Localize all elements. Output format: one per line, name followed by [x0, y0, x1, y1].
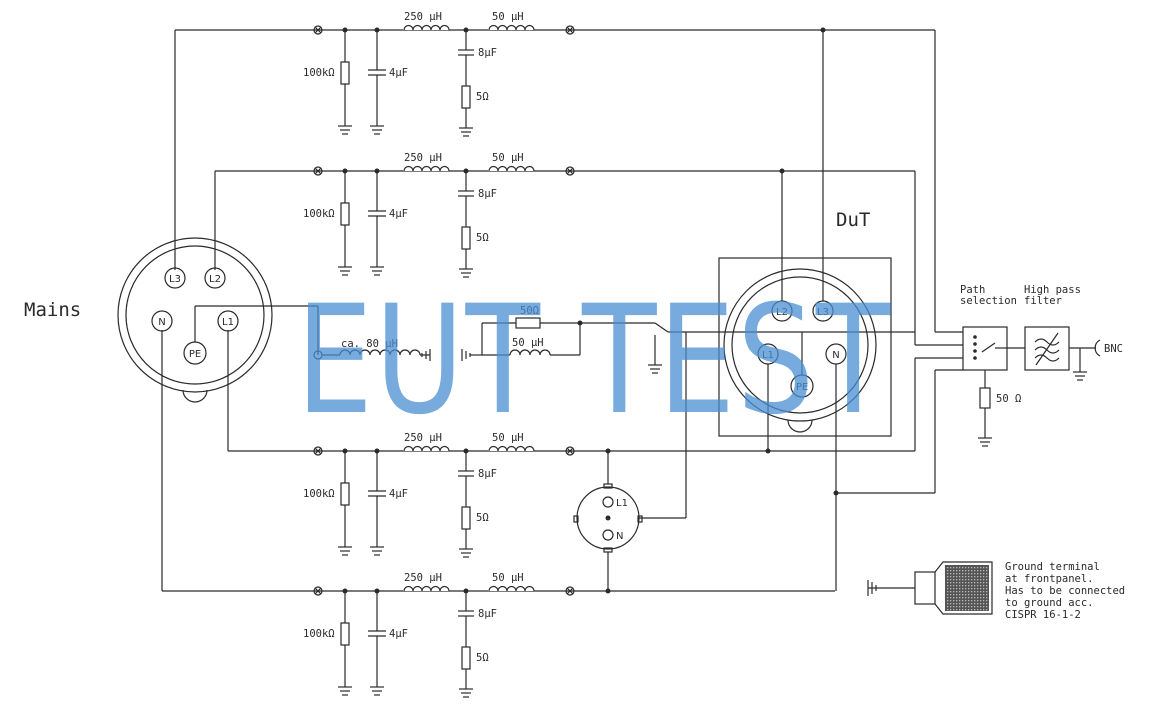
branch-2: 100kΩ 4µF 250 µH 50 µH 8µF 5Ω — [303, 432, 575, 558]
branch-3: 100kΩ 4µF 250 µH 50 µH 8µF 5Ω — [303, 572, 575, 698]
pe-wiring: ca. 80 µH — [194, 305, 431, 361]
svg-text:N: N — [158, 317, 165, 328]
svg-text:CISPR 16-1-2: CISPR 16-1-2 — [1005, 609, 1081, 621]
branch-0: 100kΩ 4µF 250 µH 50 µH 8µF 5Ω — [303, 11, 575, 137]
capacitor-4u-label: 4µF — [389, 208, 408, 220]
art-resistor-label: 50Ω — [520, 305, 539, 317]
terminal-icon — [565, 166, 575, 176]
svg-text:L3: L3 — [169, 274, 181, 285]
path-selection-label-1: Path — [960, 284, 985, 296]
high-pass-label-1: High pass — [1024, 284, 1081, 296]
artificial-network: 50Ω 50 µH — [461, 305, 915, 519]
mains-pin-l1: L1 — [217, 310, 239, 332]
dut-label: DuT — [836, 209, 870, 231]
bnc-connector: BNC — [1069, 339, 1123, 381]
socket-pin-l1: L1 — [616, 498, 628, 509]
svg-text:L3: L3 — [817, 307, 829, 318]
ground-terminal — [867, 561, 993, 615]
resistor-100k-label: 100kΩ — [303, 488, 335, 500]
inductor-250u-label: 250 µH — [404, 572, 442, 584]
watermark: EUT TEST — [296, 274, 892, 448]
svg-text:at frontpanel.: at frontpanel. — [1005, 573, 1094, 585]
resistor-5-label: 5Ω — [476, 652, 489, 664]
terminal-icon — [565, 586, 575, 596]
svg-text:L2: L2 — [209, 274, 221, 285]
artificial-hand-inductor-label: ca. 80 µH — [341, 338, 398, 350]
high-pass-filter: High pass filter — [1007, 284, 1081, 371]
bnc-label: BNC — [1104, 343, 1123, 355]
svg-text:Ground terminal: Ground terminal — [1005, 561, 1100, 573]
inductor-250u-label: 250 µH — [404, 11, 442, 23]
path-routing — [836, 30, 963, 494]
termination-label: 50 Ω — [996, 393, 1021, 405]
lisn-branches: 100kΩ 4µF 250 µH 50 µH 8µF 5Ω 100kΩ 4µF 250 µH 50… — [303, 11, 575, 698]
capacitor-8u-label: 8µF — [478, 608, 497, 620]
svg-text:N: N — [832, 350, 839, 361]
resistor-5-label: 5Ω — [476, 232, 489, 244]
line-network-l3 — [174, 29, 935, 270]
svg-text:to ground acc.: to ground acc. — [1005, 597, 1094, 609]
capacitor-4u-label: 4µF — [389, 488, 408, 500]
terminal-icon — [313, 446, 323, 456]
socket-pin-n: N — [616, 531, 623, 542]
path-selection-switch: 50 Ω Path selection — [960, 284, 1021, 447]
inductor-50u-label: 50 µH — [492, 432, 524, 444]
resistor-5-label: 5Ω — [476, 91, 489, 103]
measurement-socket: L1 N — [573, 451, 643, 591]
high-pass-label-2: filter — [1024, 295, 1062, 307]
mains-pin-l2: L2 — [204, 267, 226, 289]
capacitor-8u-label: 8µF — [478, 188, 497, 200]
terminal-icon — [313, 166, 323, 176]
inductor-50u-label: 50 µH — [492, 152, 524, 164]
resistor-5-label: 5Ω — [476, 512, 489, 524]
mains-pin-n: N — [151, 310, 173, 332]
capacitor-4u-label: 4µF — [389, 628, 408, 640]
capacitor-8u-label: 8µF — [478, 468, 497, 480]
inductor-50u-label: 50 µH — [492, 11, 524, 23]
svg-text:L2: L2 — [776, 307, 788, 318]
resistor-100k-label: 100kΩ — [303, 67, 335, 79]
svg-text:Has to be connected: Has to be connected — [1005, 585, 1125, 597]
svg-text:PE: PE — [189, 349, 201, 360]
line-network-l2 — [214, 170, 915, 270]
capacitor-4u-label: 4µF — [389, 67, 408, 79]
branch-1: 100kΩ 4µF 250 µH 50 µH 8µF 5Ω — [303, 152, 575, 278]
terminal-icon — [565, 25, 575, 35]
inductor-250u-label: 250 µH — [404, 432, 442, 444]
svg-text:L1: L1 — [762, 350, 774, 361]
svg-text:PE: PE — [796, 382, 808, 393]
mains-pin-pe: PE — [183, 341, 207, 365]
mains-label: Mains — [24, 299, 81, 321]
path-selection-label-2: selection — [960, 295, 1017, 307]
terminal-icon — [313, 25, 323, 35]
resistor-100k-label: 100kΩ — [303, 208, 335, 220]
dut-box: L2 L3 L1 N PE — [605, 27, 892, 594]
terminal-icon — [565, 446, 575, 456]
inductor-50u-label: 50 µH — [492, 572, 524, 584]
mains-pin-l3: L3 — [164, 267, 186, 289]
capacitor-8u-label: 8µF — [478, 47, 497, 59]
mains-plug: L3 L2 N L1 PE — [117, 237, 273, 403]
terminal-icon — [313, 586, 323, 596]
resistor-100k-label: 100kΩ — [303, 628, 335, 640]
ground-note: Ground terminal at frontpanel. Has to be… — [1005, 561, 1125, 621]
inductor-250u-label: 250 µH — [404, 152, 442, 164]
art-inductor-label: 50 µH — [512, 337, 544, 349]
svg-text:L1: L1 — [222, 317, 234, 328]
